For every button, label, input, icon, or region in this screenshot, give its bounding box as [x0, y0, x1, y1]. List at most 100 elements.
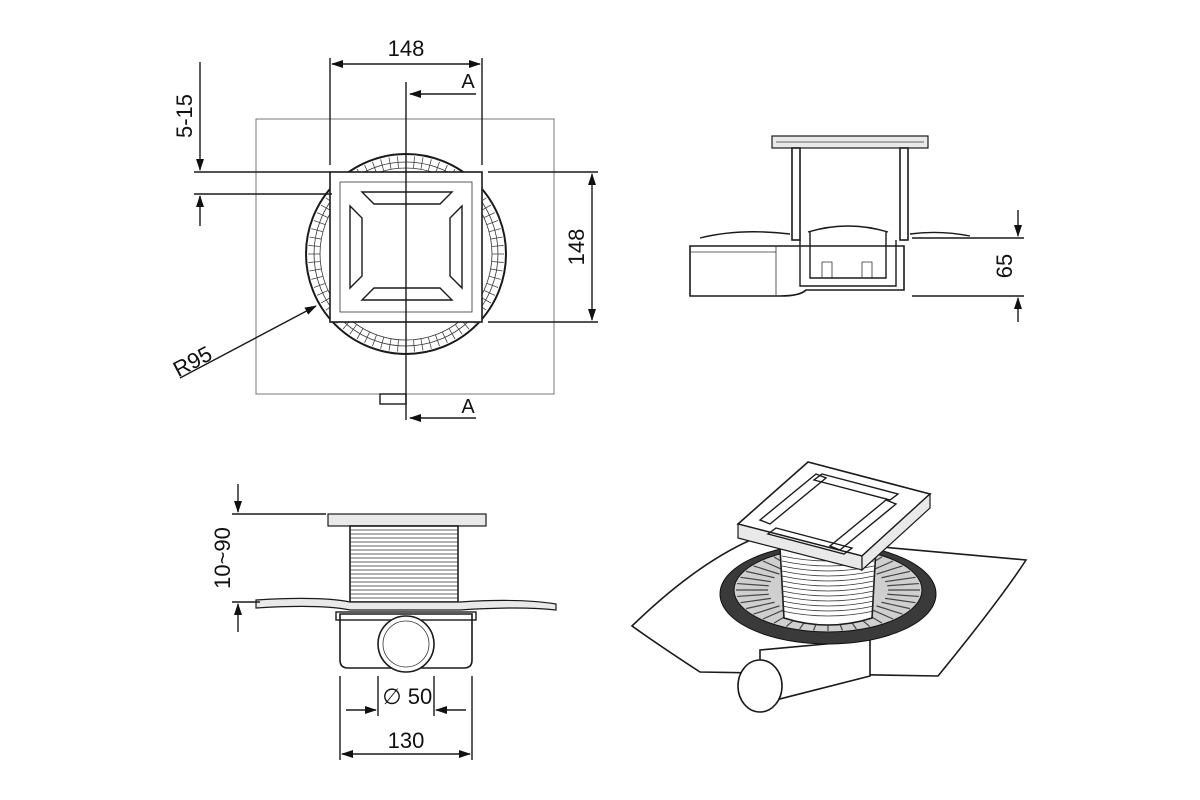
iso-rib	[884, 597, 916, 604]
side-riser	[349, 525, 459, 603]
iso-rib	[745, 570, 775, 579]
grate-slot-right	[449, 204, 463, 290]
iso-slot-1	[758, 473, 828, 525]
flange-tooth	[490, 268, 503, 272]
flange-tooth	[441, 331, 448, 343]
iso-slot-2	[812, 473, 900, 501]
flange-tooth	[420, 338, 424, 351]
iso-thread-line	[781, 590, 875, 597]
iso-rib	[884, 576, 916, 583]
flange-tooth	[308, 261, 321, 263]
iso-rib	[737, 593, 769, 598]
flange-tooth	[372, 334, 377, 347]
section-membrane-right	[909, 231, 971, 237]
grate-slot-left	[349, 204, 363, 290]
iso-thread-line	[781, 610, 875, 617]
side-view: 10~90 ∅ 50 130	[210, 484, 557, 760]
flange-tooth	[491, 245, 504, 247]
side-width-dim: 130	[388, 728, 425, 753]
flange-tooth	[364, 331, 371, 343]
iso-rib	[881, 601, 911, 610]
flange-tooth	[356, 328, 364, 340]
top-width-dim: 148	[388, 36, 425, 61]
flange-tooth	[311, 228, 324, 233]
flange-tooth	[317, 289, 329, 296]
iso-slot-3	[828, 499, 898, 551]
iso-rib	[745, 601, 775, 610]
side-membrane	[255, 597, 557, 611]
section-body	[689, 245, 905, 297]
flange-tooth	[420, 157, 424, 170]
diameter-symbol: ∅	[382, 684, 401, 709]
flange-tooth	[380, 159, 385, 172]
isometric-view	[630, 461, 1028, 713]
flange-tooth	[488, 228, 501, 233]
iso-rib	[870, 608, 894, 620]
radius-dim: R95	[169, 341, 216, 382]
flange-tooth	[413, 339, 415, 352]
iso-thread-line	[781, 595, 875, 602]
iso-rib	[753, 605, 780, 615]
iso-thread-line	[781, 600, 875, 607]
flange-tooth	[435, 334, 440, 347]
section-riser-left	[791, 147, 801, 241]
section-riser-right	[899, 147, 909, 241]
section-trap-lid	[807, 225, 889, 233]
iso-thread-line	[781, 575, 875, 582]
flange-tooth	[311, 275, 324, 280]
grate-slot-bottom	[360, 287, 454, 301]
iso-thread-line	[781, 605, 875, 612]
iso-rib	[881, 570, 911, 579]
top-height-dim: 148	[564, 229, 589, 266]
iso-slot-4	[766, 527, 854, 555]
flange-tooth	[349, 324, 358, 335]
grate-slot-top	[360, 191, 454, 205]
flange-tooth	[313, 220, 326, 225]
flange-tooth	[491, 261, 504, 263]
flange-tooth	[413, 156, 415, 169]
flange-tooth	[448, 328, 456, 340]
section-membrane-left	[699, 231, 791, 239]
flange-tooth	[313, 283, 326, 288]
radius-leader	[179, 305, 317, 379]
flange-tooth	[397, 339, 399, 352]
flange-tooth	[486, 220, 499, 225]
flange-tooth	[427, 336, 432, 349]
adjust-dim: 5-15	[172, 94, 197, 138]
iso-rib	[737, 582, 769, 587]
flange-tooth	[486, 283, 499, 288]
flange-tooth	[427, 159, 432, 172]
side-grate-top	[327, 513, 487, 527]
flange-tooth	[388, 338, 392, 351]
iso-thread-line	[781, 585, 875, 592]
side-height-range-dim: 10~90	[210, 527, 235, 589]
side-outlet-outer	[377, 615, 435, 673]
iso-pipe-end	[737, 659, 783, 713]
flange-tooth	[483, 289, 495, 296]
flange-tooth	[397, 156, 399, 169]
iso-rib	[740, 576, 772, 583]
outlet-stub	[379, 393, 407, 405]
section-trap-ribs	[821, 261, 873, 278]
iso-rib	[887, 582, 919, 587]
iso-rib	[740, 597, 772, 604]
section-label-top: A	[461, 71, 475, 93]
section-view: 65	[689, 135, 1024, 322]
section-height-dim: 65	[992, 254, 1017, 278]
iso-thread-line	[781, 570, 875, 577]
section-label-bottom: A	[461, 396, 475, 418]
iso-rib	[887, 593, 919, 598]
flange-tooth	[388, 157, 392, 170]
section-trap-inner	[809, 232, 887, 279]
flange-tooth	[488, 275, 501, 280]
flange-tooth	[454, 324, 463, 335]
iso-rib	[876, 605, 903, 615]
side-outlet-dim: 50	[408, 684, 432, 709]
side-outlet-inner	[382, 620, 430, 668]
iso-rib	[762, 608, 786, 620]
iso-grate-side	[861, 492, 931, 572]
flange-tooth	[309, 268, 322, 272]
flange-tooth	[308, 245, 321, 247]
